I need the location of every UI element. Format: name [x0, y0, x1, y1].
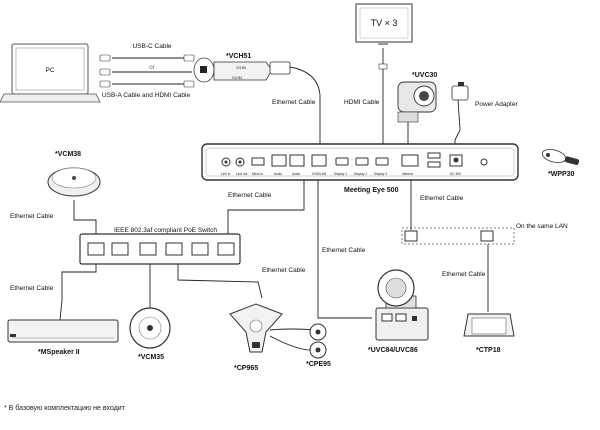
power-adapter [451, 82, 469, 101]
lan-connection [401, 227, 515, 245]
cp965-phone [229, 303, 283, 353]
tv-display: TV × 3 [355, 3, 413, 45]
meeting-eye-label: Meeting Eye 500 [344, 187, 399, 194]
cable-hub-uvc84 [317, 178, 372, 319]
cable-switch-cp965 [177, 264, 263, 299]
ethernet-vcm38-label: Ethernet Cable [10, 213, 54, 220]
vcm35-mic [129, 307, 171, 349]
vch51-label: *VCH51 [226, 53, 251, 60]
cable-vcm38-switch [73, 200, 97, 236]
pc-label: PC [45, 67, 54, 74]
ethernet-uvc-label: Ethernet Cable [322, 247, 366, 254]
pc-cable-plugs [99, 54, 195, 88]
vch51-device: VCH51 VCH51 [193, 57, 291, 83]
ethernet-lan-label: Ethernet Cable [420, 195, 464, 202]
wpp30-label: *WPP30 [548, 171, 575, 178]
ethernet-ctp-label: Ethernet Cable [442, 271, 486, 278]
or-label: or [149, 64, 156, 71]
ethernet-switch-hub-label: Ethernet Cable [228, 192, 272, 199]
meeting-eye-hub: Line in Line out Micro in Audio Audio VC… [201, 143, 519, 181]
usba-hdmi-label: USB-A Cable and HDMI Cable [102, 92, 191, 99]
cable-hub-switch [227, 178, 305, 236]
cpe95-label: *CPE95 [306, 361, 331, 368]
tv-label: TV × 3 [371, 18, 398, 28]
ctp18-panel [463, 313, 515, 337]
ethernet-cp-label: Ethernet Cable [262, 267, 306, 274]
pc-laptop: PC [0, 43, 101, 103]
port-audio-2: Audio [292, 172, 300, 176]
cpe95-mics [309, 323, 327, 359]
uvc84-camera [375, 269, 429, 341]
port-line-out: Line out [236, 172, 247, 176]
port-vcm-lan: VCM/LAN [312, 172, 327, 176]
port-display-3: Display 3 [374, 172, 387, 176]
uvc84-label: *UVC84/UVC86 [368, 347, 418, 354]
port-audio-1: Audio [274, 172, 282, 176]
ctp18-label: *CTP18 [476, 347, 501, 354]
cp965-label: *CP965 [234, 365, 258, 372]
vch51-text-bottom: VCH51 [232, 76, 243, 80]
port-display-1: Display 1 [334, 172, 347, 176]
vcm38-label: *VCM38 [55, 151, 81, 158]
port-line-in: Line in [221, 172, 231, 176]
port-micro-in: Micro in [252, 172, 263, 176]
same-lan-label: On the same LAN [516, 223, 568, 230]
port-dc: DC 48V [450, 172, 462, 176]
uvc30-camera [397, 81, 437, 123]
footnote: * В базовую комплектацию не входит [4, 405, 125, 412]
usbc-cable-label: USB-C Cable [132, 43, 171, 50]
vch51-text: VCH51 [236, 66, 247, 70]
vcm38-mic [47, 167, 101, 197]
cable-switch-mspeaker [59, 264, 97, 321]
cable-vch51-hub [289, 66, 321, 152]
mspeaker-label: *MSpeaker II [38, 349, 80, 356]
port-internet: Internet [402, 172, 413, 176]
mspeaker-device [7, 319, 119, 343]
hdmi-cable-label: HDMI Cable [344, 99, 380, 106]
vcm35-label: *VCM35 [138, 354, 164, 361]
port-display-2: Display 2 [354, 172, 367, 176]
poe-switch-label: IEEE 802.3af compliant PoE Switch [114, 227, 217, 234]
ethernet-mspeaker-label: Ethernet Cable [10, 285, 54, 292]
cables [59, 48, 489, 351]
ethernet-cable-top-label: Ethernet Cable [272, 99, 316, 106]
poe-switch [79, 233, 241, 265]
wpp30-device [541, 149, 580, 165]
power-adapter-label: Power Adapter [475, 101, 518, 108]
uvc30-label: *UVC30 [412, 72, 437, 79]
